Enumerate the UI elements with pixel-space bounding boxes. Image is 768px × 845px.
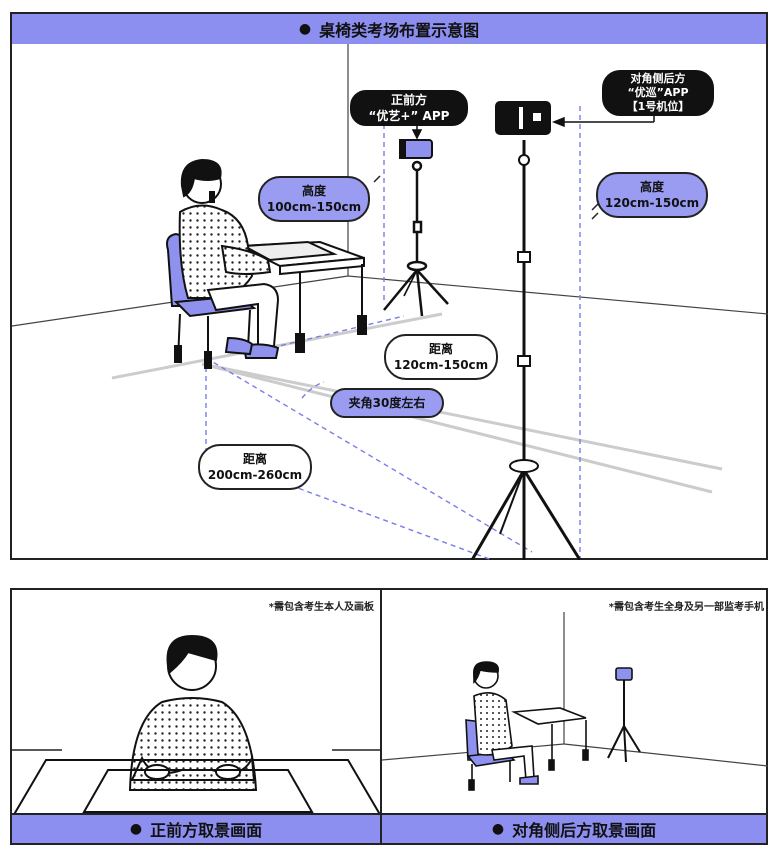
- rear-view-student: [474, 662, 538, 784]
- rear-view-caption: 对角侧后方取景画面: [512, 817, 656, 841]
- guide-ticks: [374, 176, 598, 219]
- rear-view-phone: [616, 668, 632, 680]
- front-height-label: 高度 100cm-150cm: [258, 176, 370, 222]
- rear-height-label: 高度 120cm-150cm: [596, 172, 708, 218]
- rear-view-note: *需包含考生全身及另一部监考手机: [609, 598, 764, 613]
- rear-distance-label: 距离 200cm-260cm: [198, 444, 312, 490]
- rear-camera-label: 对角侧后方 “优巡”APP 【1号机位】: [602, 70, 714, 116]
- front-view-note: *需包含考生本人及画板: [269, 598, 374, 613]
- rear-view-tripod: [608, 680, 640, 762]
- front-view-caption-bar: ● 正前方取景画面: [12, 813, 380, 843]
- front-view-caption: 正前方取景画面: [150, 817, 262, 841]
- front-view-student: [130, 636, 256, 790]
- front-view-illustration: [12, 590, 382, 845]
- front-distance-label: 距离 120cm-150cm: [384, 334, 498, 380]
- angle-label: 夹角30度左右: [330, 388, 444, 418]
- rear-view-panel: *需包含考生全身及另一部监考手机 ● 对角侧后方取景画面: [380, 588, 768, 845]
- front-phone: [400, 140, 432, 158]
- rear-phone: [496, 102, 550, 134]
- front-camera-label: 正前方 “优艺+” APP: [350, 90, 468, 126]
- front-view-panel: *需包含考生本人及画板 ● 正前方取景画面: [10, 588, 382, 845]
- rear-view-caption-bar: ● 对角侧后方取景画面: [382, 813, 766, 843]
- top-diagram-panel: ● 桌椅类考场布置示意图: [10, 12, 768, 560]
- rear-view-room-lines: [382, 612, 768, 766]
- bullet-icon: ●: [492, 821, 504, 837]
- rear-view-illustration: [382, 590, 768, 845]
- bullet-icon: ●: [130, 821, 142, 837]
- front-tripod: [384, 162, 448, 316]
